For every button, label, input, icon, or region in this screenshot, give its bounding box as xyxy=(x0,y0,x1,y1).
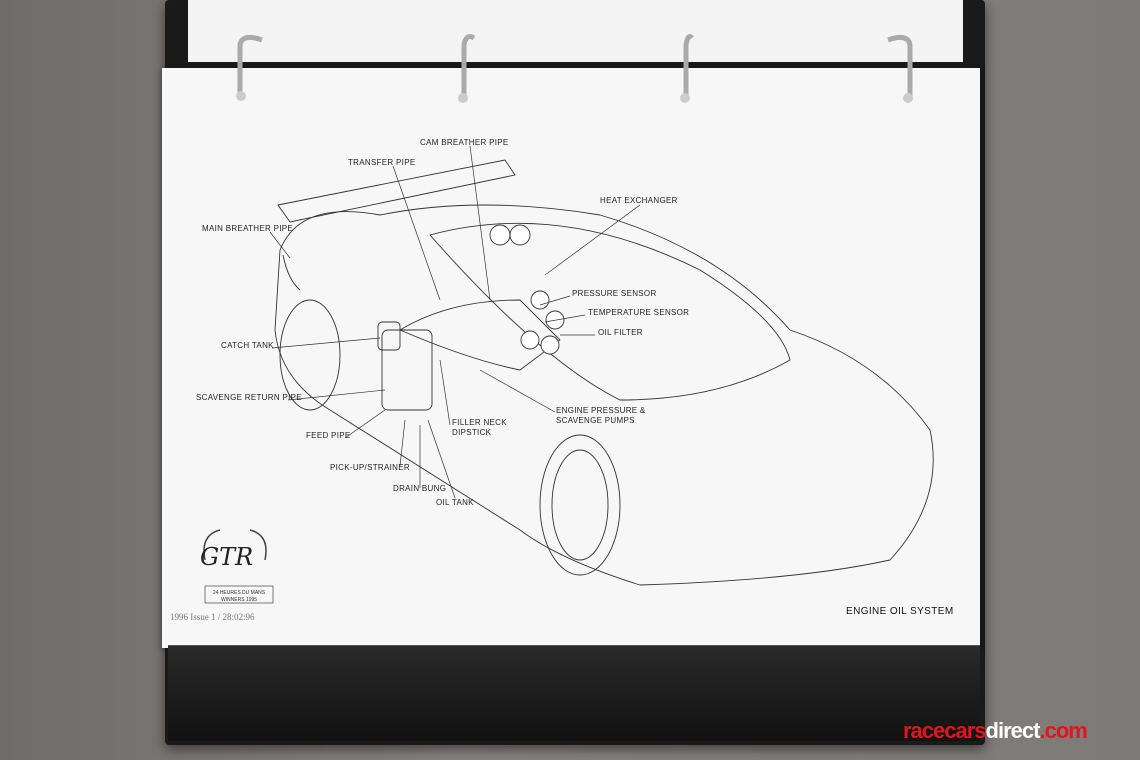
label-engine-pumps-2: SCAVENGE PUMPS xyxy=(556,416,635,425)
ring-1 xyxy=(237,34,263,100)
watermark: racecarsdirect.com xyxy=(903,718,1088,743)
label-filler-neck: FILLER NECK xyxy=(452,418,507,427)
ring-3 xyxy=(683,34,694,100)
front-wheel xyxy=(539,434,621,576)
leader-lines xyxy=(269,145,641,499)
page-title: ENGINE OIL SYSTEM xyxy=(846,606,954,617)
label-catch-tank: CATCH TANK xyxy=(221,341,274,350)
label-heat-exchanger: HEAT EXCHANGER xyxy=(600,196,678,205)
label-main-breather-pipe: MAIN BREATHER PIPE xyxy=(202,224,293,233)
ring-4 xyxy=(887,34,913,100)
label-temperature-sensor: TEMPERATURE SENSOR xyxy=(588,308,689,317)
back-page xyxy=(188,0,963,62)
rear-wing xyxy=(277,159,516,223)
label-dipstick: DIPSTICK xyxy=(452,428,492,437)
svg-text:WINNERS 1995: WINNERS 1995 xyxy=(221,597,257,603)
ring-2 xyxy=(461,34,476,100)
windscreen xyxy=(429,222,791,401)
label-feed-pipe: FEED PIPE xyxy=(306,431,351,440)
label-scavenge-return-pipe: SCAVENGE RETURN PIPE xyxy=(196,393,302,402)
binder-pocket xyxy=(168,645,980,741)
label-engine-pumps-1: ENGINE PRESSURE & xyxy=(556,406,646,415)
label-cam-breather-pipe: CAM BREATHER PIPE xyxy=(420,138,509,147)
oil-tank-shape xyxy=(381,329,433,411)
issue-date: 1996 Issue 1 / 28:02:96 xyxy=(170,612,255,622)
label-oil-tank: OIL TANK xyxy=(436,498,474,507)
engine xyxy=(399,299,561,371)
catch-tank-shape xyxy=(377,321,401,351)
gtr-logo: GTR 24 HEURES DU MANS WINNERS 1995 xyxy=(200,529,274,604)
svg-text:GTR: GTR xyxy=(200,543,253,571)
manual-page xyxy=(162,68,980,648)
label-pressure-sensor: PRESSURE SENSOR xyxy=(572,289,657,298)
car-outline xyxy=(274,159,934,586)
label-oil-filter: OIL FILTER xyxy=(598,328,643,337)
label-pickup-strainer: PICK-UP/STRAINER xyxy=(330,463,410,472)
label-drain-bung: DRAIN BUNG xyxy=(393,484,446,493)
label-transfer-pipe: TRANSFER PIPE xyxy=(348,158,415,167)
binder-rings xyxy=(237,34,913,100)
svg-text:24 HEURES DU MANS: 24 HEURES DU MANS xyxy=(213,590,266,596)
